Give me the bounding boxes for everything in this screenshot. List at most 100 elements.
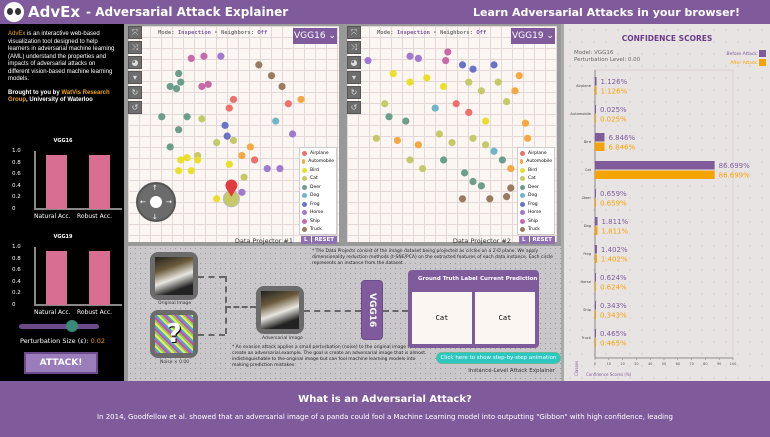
bar-after[interactable]: [595, 142, 605, 152]
data-point-cat[interactable]: [419, 164, 427, 173]
data-point-frog[interactable]: [458, 61, 467, 69]
zoom-in-icon[interactable]: ⤧: [347, 26, 361, 39]
legend-item[interactable]: Automobile: [520, 158, 552, 167]
bar-after[interactable]: [595, 86, 597, 96]
zoom-in-icon[interactable]: ⤧: [128, 26, 142, 39]
legend-item[interactable]: Dog: [302, 192, 334, 201]
legend-item[interactable]: Truck: [302, 226, 334, 235]
data-point-automobile[interactable]: [524, 134, 532, 142]
data-point-airplane[interactable]: [465, 108, 473, 116]
bar-after[interactable]: [595, 170, 715, 180]
data-point-horse[interactable]: [414, 54, 422, 62]
data-point-bird[interactable]: [194, 156, 202, 164]
data-point-horse[interactable]: [238, 188, 246, 196]
legend-item[interactable]: Frog: [520, 200, 552, 209]
legend-item[interactable]: Automobile: [302, 158, 334, 167]
data-point-horse[interactable]: [263, 164, 271, 173]
bar-after[interactable]: [595, 310, 596, 320]
data-point-bird[interactable]: [406, 78, 414, 86]
legend-item[interactable]: Deer: [520, 183, 552, 192]
data-point-bird[interactable]: [183, 154, 191, 162]
legend-item[interactable]: Bird: [302, 166, 334, 175]
perturbation-slider-handle[interactable]: [66, 320, 78, 332]
data-point-bird[interactable]: [389, 69, 397, 78]
lasso-button[interactable]: L: [301, 236, 311, 244]
data-point-cat[interactable]: [477, 87, 485, 95]
data-point-cat[interactable]: [372, 134, 380, 142]
data-point-ship[interactable]: [204, 80, 212, 88]
data-point-airplane[interactable]: [225, 104, 233, 112]
legend-item[interactable]: Airplane: [520, 149, 552, 158]
data-point-deer[interactable]: [498, 156, 506, 164]
data-point-deer[interactable]: [177, 78, 185, 86]
legend-item[interactable]: Deer: [302, 183, 334, 192]
legend-item[interactable]: Truck: [520, 226, 552, 235]
data-point-ship[interactable]: [187, 54, 195, 62]
legend-item[interactable]: Frog: [302, 200, 334, 209]
data-point-truck[interactable]: [278, 82, 286, 91]
data-point-frog[interactable]: [221, 121, 229, 129]
brush-icon[interactable]: ▾: [128, 71, 142, 84]
data-point-automobile[interactable]: [521, 119, 530, 127]
data-point-horse[interactable]: [364, 56, 372, 65]
lasso-button[interactable]: L: [519, 236, 529, 244]
rotate-alt-icon[interactable]: ↺: [347, 101, 361, 114]
data-point-deer[interactable]: [158, 113, 166, 121]
bar-after[interactable]: [595, 226, 598, 236]
legend-item[interactable]: Ship: [520, 217, 552, 226]
bar-before[interactable]: [595, 245, 597, 254]
perturbation-slider[interactable]: [19, 324, 99, 329]
data-point-cat[interactable]: [240, 173, 248, 181]
data-point-deer[interactable]: [385, 113, 393, 121]
pan-control[interactable]: ↑↓←→: [136, 182, 176, 222]
legend-item[interactable]: Bird: [520, 166, 552, 175]
data-point-bird[interactable]: [177, 156, 185, 164]
bar-after[interactable]: [595, 282, 596, 292]
bar-before[interactable]: [595, 77, 597, 86]
data-point-truck[interactable]: [507, 184, 515, 192]
data-point-deer[interactable]: [175, 126, 183, 134]
data-point-cat[interactable]: [448, 139, 456, 147]
data-point-dog[interactable]: [490, 147, 498, 155]
bar-before[interactable]: [595, 161, 715, 170]
data-point-deer[interactable]: [477, 182, 485, 190]
data-point-deer[interactable]: [461, 169, 469, 177]
legend-item[interactable]: Ship: [302, 217, 334, 226]
model-select[interactable]: VGG19 ⌄: [511, 28, 555, 44]
data-point-bird[interactable]: [482, 117, 490, 125]
data-point-automobile[interactable]: [511, 87, 519, 95]
bar-before[interactable]: [595, 133, 605, 142]
data-point-deer[interactable]: [440, 156, 448, 164]
data-point-airplane[interactable]: [452, 100, 460, 108]
legend-item[interactable]: Cat: [520, 175, 552, 184]
data-point-dog[interactable]: [272, 117, 280, 125]
data-point-frog[interactable]: [490, 61, 498, 69]
original-image[interactable]: [150, 252, 198, 300]
data-point-truck[interactable]: [458, 195, 467, 203]
data-point-automobile[interactable]: [515, 72, 523, 80]
scatter-plot[interactable]: [347, 26, 557, 242]
palette-icon[interactable]: ◕: [347, 56, 361, 69]
legend-item[interactable]: Dog: [520, 192, 552, 201]
data-point-horse[interactable]: [406, 52, 414, 60]
data-point-dog[interactable]: [431, 104, 439, 112]
rotate-icon[interactable]: ↻: [347, 86, 361, 99]
zoom-out-icon[interactable]: ⤨: [347, 41, 361, 54]
legend-item[interactable]: Airplane: [302, 149, 334, 158]
data-point-ship[interactable]: [198, 82, 206, 91]
reset-button[interactable]: RESET: [311, 236, 337, 244]
data-point-cat[interactable]: [482, 141, 490, 149]
data-point-deer[interactable]: [402, 117, 410, 125]
data-point-ship[interactable]: [444, 48, 452, 56]
data-point-deer[interactable]: [469, 177, 477, 186]
data-point-cat[interactable]: [469, 134, 477, 142]
bar-before[interactable]: [595, 189, 596, 198]
data-point-frog[interactable]: [469, 65, 477, 73]
arrow-left-icon[interactable]: ←: [140, 198, 146, 206]
data-point-cat[interactable]: [465, 78, 473, 86]
data-point-cat[interactable]: [406, 156, 414, 164]
legend-item[interactable]: Horse: [302, 209, 334, 218]
model-select[interactable]: VGG16 ⌄: [293, 28, 337, 44]
show-animation-button[interactable]: Click here to show step-by-step animatio…: [436, 352, 561, 364]
